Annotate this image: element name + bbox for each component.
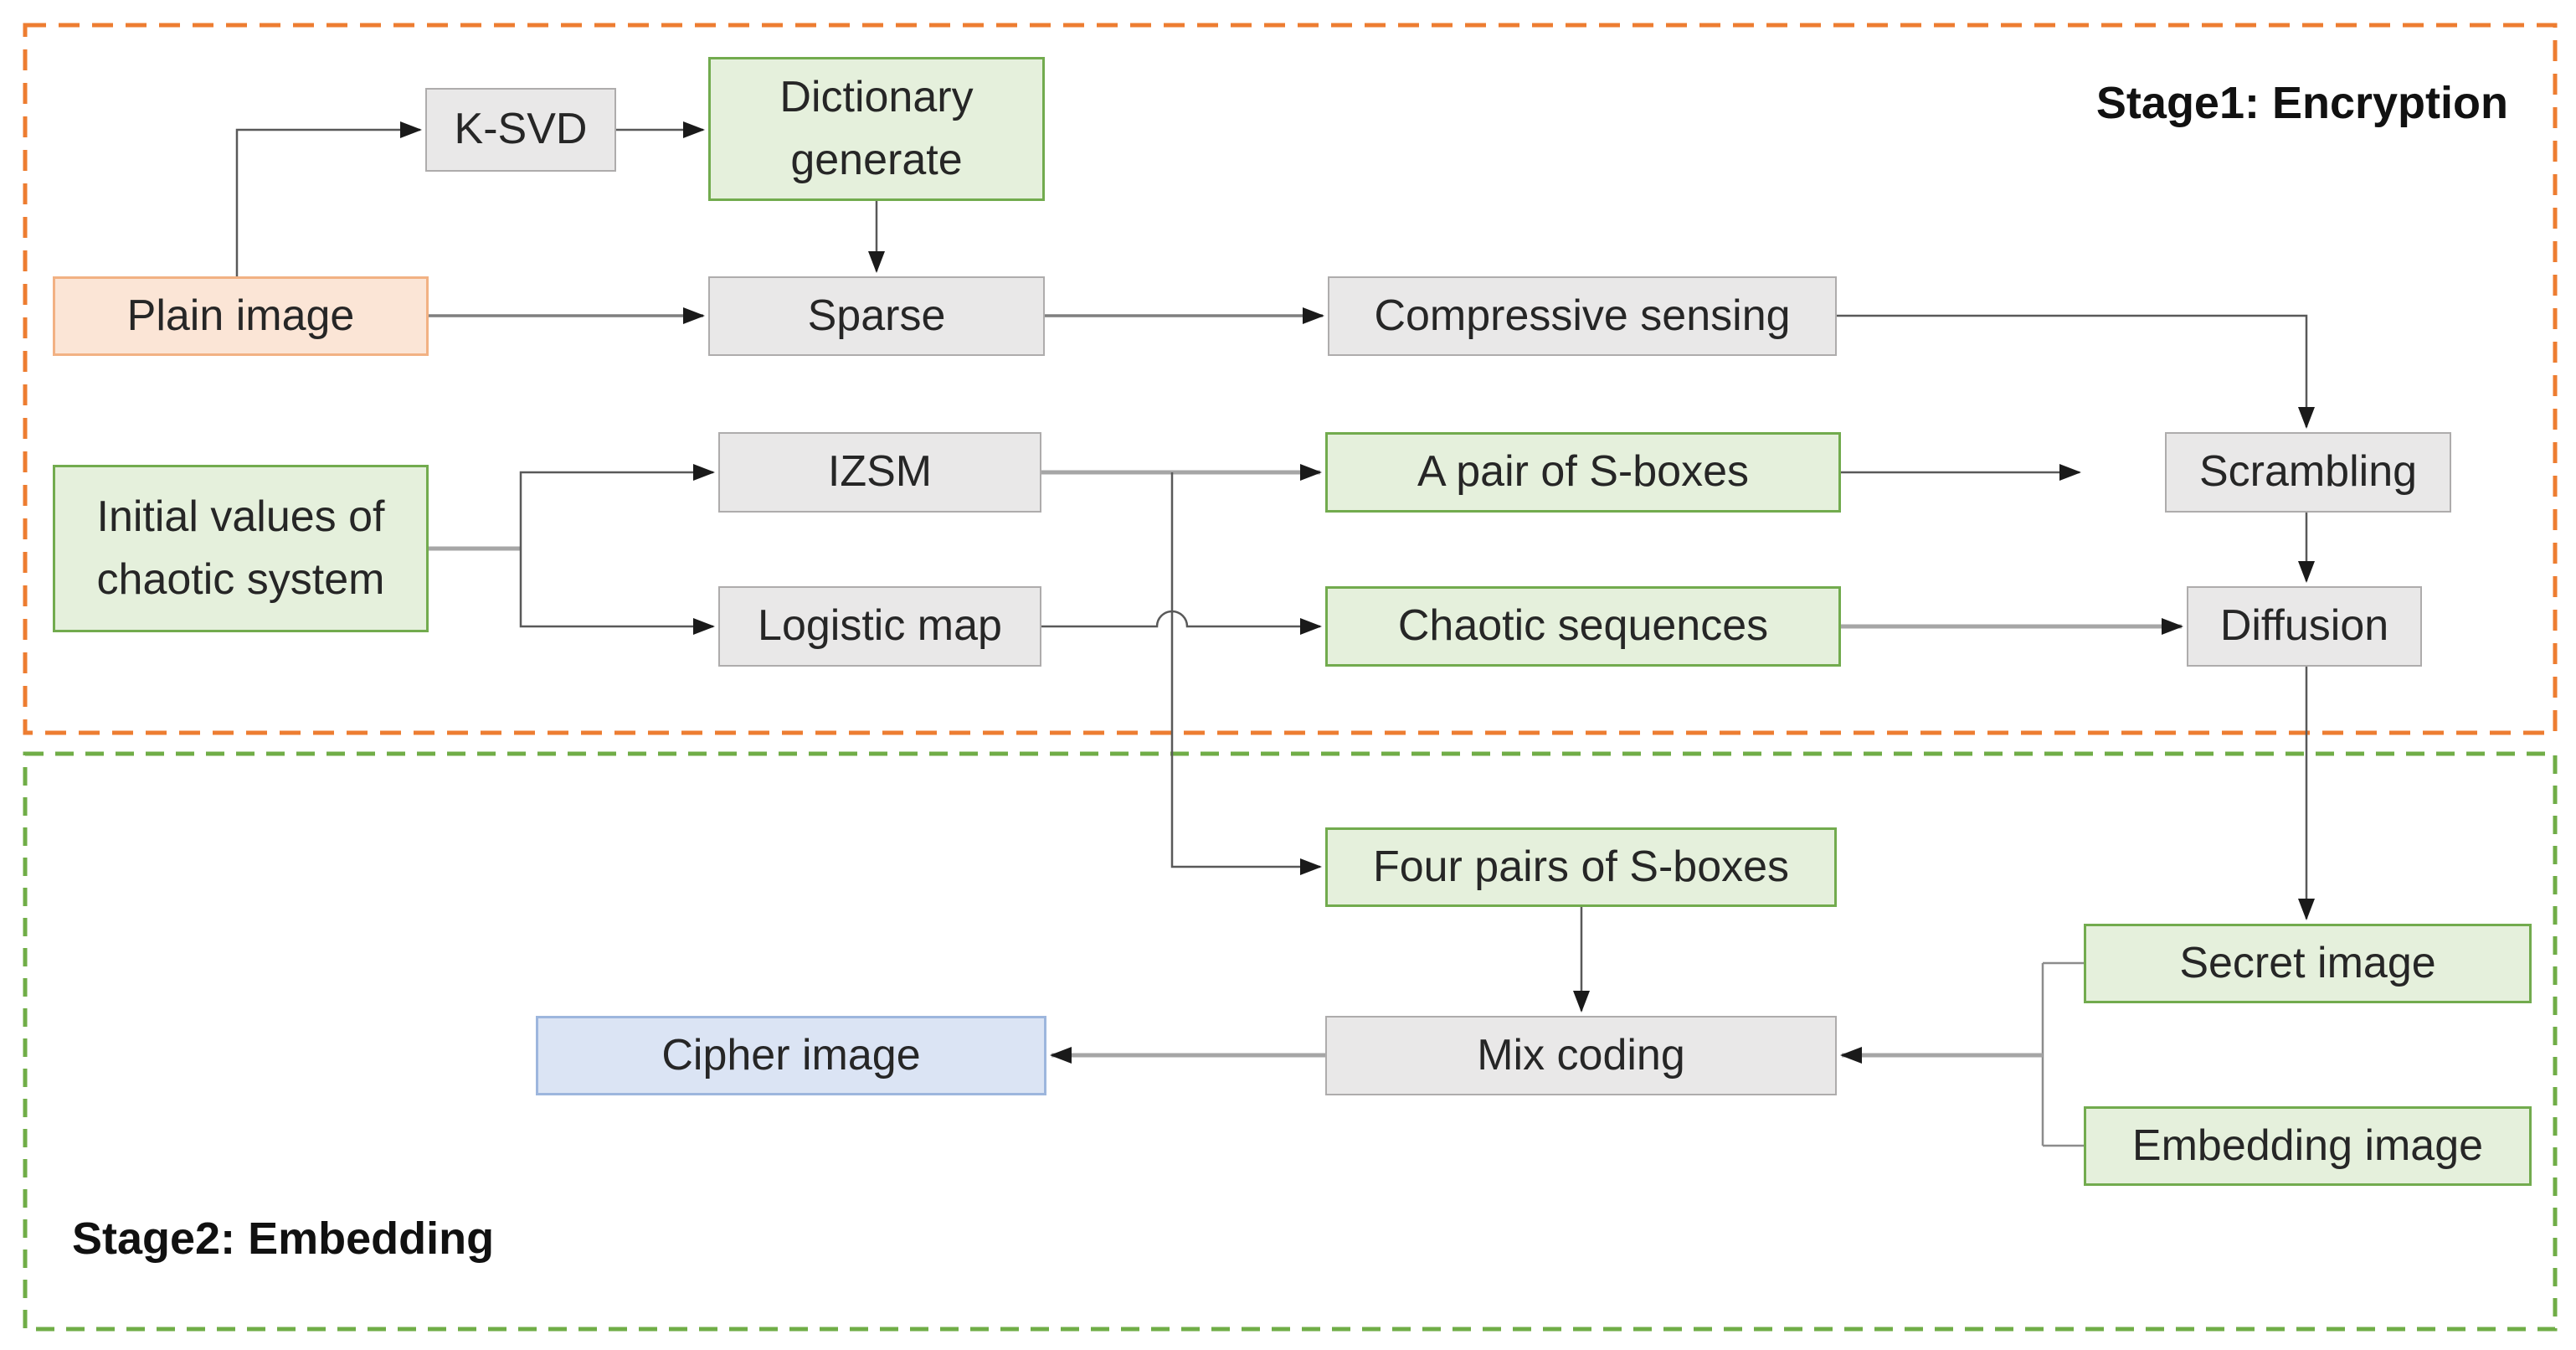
stage2-boundary (23, 751, 2558, 1332)
node-secret-image: Secret image (2084, 924, 2532, 1003)
node-four-pairs-of-s-boxes: Four pairs of S-boxes (1325, 827, 1837, 907)
node-dictionary-generate: Dictionary generate (708, 57, 1045, 201)
arrow-compressive-sensing-to-scrambling (1837, 314, 2315, 429)
node-plain-image: Plain image (53, 276, 429, 356)
arrow-initial-values-to-logistic-map (519, 549, 715, 635)
node-initial-values: Initial values of chaotic system (53, 465, 429, 632)
node-cipher-image: Cipher image (536, 1016, 1046, 1095)
arrow-izsm-branch-to-four-pairs-of-s-boxes (1170, 472, 1322, 875)
stage2-label: Stage2: Embedding (72, 1213, 495, 1264)
node-a-pair-of-s-boxes: A pair of S-boxes (1325, 432, 1841, 513)
arrow-initial-values-to-izsm (519, 464, 715, 549)
stage1-label: Stage1: Encryption (2095, 78, 2508, 128)
arrow-logistic-map-to-chaotic-sequences (1041, 610, 1322, 635)
node-izsm: IZSM (718, 432, 1041, 513)
node-mix-coding: Mix coding (1325, 1016, 1837, 1095)
node-sparse: Sparse (708, 276, 1045, 356)
node-ksvd: K-SVD (425, 88, 616, 172)
node-chaotic-sequences: Chaotic sequences (1325, 586, 1841, 667)
node-embedding-image: Embedding image (2084, 1106, 2532, 1186)
stage1-boundary (23, 23, 2558, 735)
node-scrambling: Scrambling (2165, 432, 2451, 513)
node-logistic-map: Logistic map (718, 586, 1041, 667)
arrow-plain-image-to-ksvd (235, 121, 422, 276)
node-compressive-sensing: Compressive sensing (1328, 276, 1837, 356)
node-diffusion: Diffusion (2187, 586, 2422, 667)
